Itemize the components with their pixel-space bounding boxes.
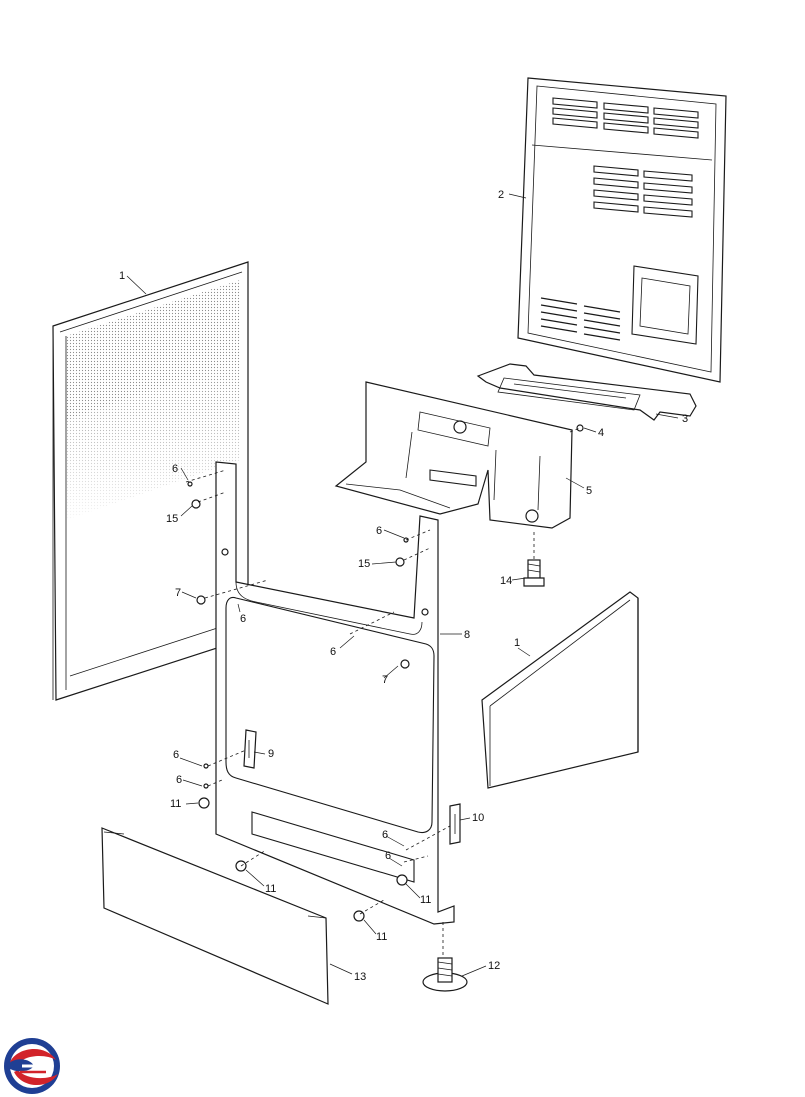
- lower-vents: [540, 297, 621, 341]
- rear-panel: [517, 77, 727, 383]
- callout-6-d: 6: [330, 646, 336, 658]
- callout-11-b: 11: [265, 883, 276, 895]
- callout-7-b: 7: [382, 674, 388, 686]
- callout-13: 13: [354, 971, 366, 983]
- callout-8: 8: [464, 629, 470, 641]
- callout-10: 10: [472, 812, 484, 824]
- callout-1-right: 1: [514, 637, 520, 649]
- callout-14: 14: [500, 575, 512, 587]
- side-panel-left: [52, 261, 249, 701]
- callout-6-h: 6: [385, 850, 391, 862]
- assembly-lines: [185, 427, 581, 958]
- callout-6-c: 6: [240, 613, 246, 625]
- callout-11-a: 11: [170, 798, 181, 810]
- callout-11-c: 11: [420, 894, 431, 906]
- front-frame: [215, 461, 455, 925]
- adjustable-foot: [422, 957, 468, 992]
- callout-11-d: 11: [376, 931, 387, 943]
- access-hatch: [631, 265, 699, 345]
- callout-12: 12: [488, 960, 500, 972]
- kick-plate: [101, 827, 329, 1005]
- callout-2: 2: [498, 189, 504, 201]
- callout-6-f: 6: [176, 774, 182, 786]
- callout-6-a: 6: [172, 463, 178, 475]
- callout-6-e: 6: [173, 749, 179, 761]
- hinge-left: [243, 729, 257, 769]
- side-panel-right: [481, 591, 639, 789]
- brand-swirl-icon: [4, 1038, 60, 1094]
- callout-6-g: 6: [382, 829, 388, 841]
- callout-15-a: 15: [166, 513, 178, 525]
- middle-louvres: [593, 165, 693, 218]
- screw-foot: [523, 559, 545, 587]
- callout-7-a: 7: [175, 587, 181, 599]
- upper-louvres: [552, 97, 699, 139]
- callout-5: 5: [586, 485, 592, 497]
- leader-lines: [126, 193, 679, 977]
- callout-1-left: 1: [119, 270, 125, 282]
- bottom-bracket-plate: [476, 363, 697, 421]
- callout-4: 4: [598, 427, 604, 439]
- lower-slot: [251, 811, 415, 883]
- hinge-right: [449, 803, 461, 845]
- callout-6-b: 6: [376, 525, 382, 537]
- callout-labels: 1 2 3 4 5 6 15 6 15 14 7 6 8 6 1 7 9 6 6…: [119, 189, 688, 983]
- callout-3: 3: [682, 413, 688, 425]
- support-bracket: [334, 381, 573, 529]
- callout-15-b: 15: [358, 558, 370, 570]
- callout-9: 9: [268, 748, 274, 760]
